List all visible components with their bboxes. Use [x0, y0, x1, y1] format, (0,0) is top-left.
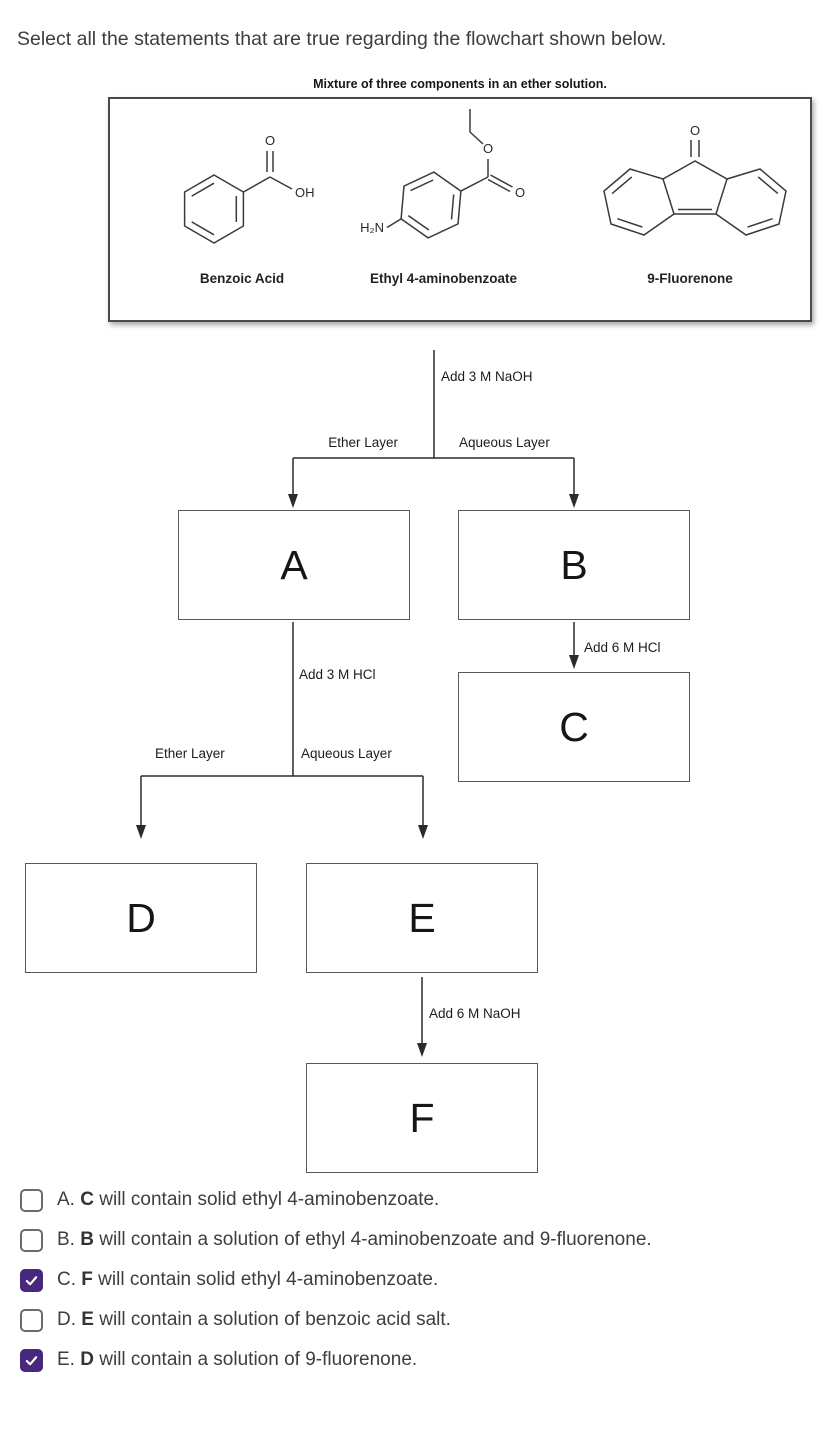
- reagent-label-add-6m-naoh: Add 6 M NaOH: [429, 1006, 521, 1021]
- checkbox-option-d[interactable]: [20, 1308, 43, 1332]
- compound-9-fluorenone: O 9-Fluorenone: [580, 99, 800, 324]
- arrow-down-icon: [288, 494, 298, 508]
- compound-label: Ethyl 4-aminobenzoate: [369, 271, 518, 286]
- compound-label: Benzoic Acid: [199, 271, 285, 286]
- option-row-d[interactable]: D. E will contain a solution of benzoic …: [20, 1300, 825, 1340]
- svg-text:O: O: [265, 133, 275, 148]
- checkmark-icon: [25, 1355, 38, 1365]
- option-label: A. C will contain solid ethyl 4-aminoben…: [57, 1189, 440, 1210]
- flowchart-box-a: A: [178, 510, 410, 620]
- option-row-a[interactable]: A. C will contain solid ethyl 4-aminoben…: [20, 1180, 825, 1220]
- option-label: E. D will contain a solution of 9-fluore…: [57, 1349, 418, 1370]
- option-label: C. F will contain solid ethyl 4-aminoben…: [57, 1269, 439, 1290]
- flowchart-box-d: D: [25, 863, 257, 973]
- flowchart-box-f: F: [306, 1063, 538, 1173]
- answer-options: A. C will contain solid ethyl 4-aminoben…: [20, 1180, 825, 1380]
- checkbox-option-b[interactable]: [20, 1228, 43, 1252]
- option-label: B. B will contain a solution of ethyl 4-…: [57, 1229, 652, 1250]
- mixture-box: O OH Benzoic Acid H₂N O O Ethyl 4-aminob…: [108, 97, 812, 322]
- branch-label-aqueous-layer-1: Aqueous Layer: [459, 435, 550, 450]
- option-label: D. E will contain a solution of benzoic …: [57, 1309, 451, 1330]
- arrow-down-icon: [136, 825, 146, 839]
- branch-label-aqueous-layer-2: Aqueous Layer: [301, 746, 392, 761]
- svg-text:O: O: [690, 125, 700, 138]
- arrow-down-icon: [418, 825, 428, 839]
- svg-text:H₂N: H₂N: [360, 220, 384, 235]
- option-row-b[interactable]: B. B will contain a solution of ethyl 4-…: [20, 1220, 825, 1260]
- arrow-down-icon: [569, 494, 579, 508]
- checkbox-option-e[interactable]: [20, 1348, 43, 1372]
- option-row-c[interactable]: C. F will contain solid ethyl 4-aminoben…: [20, 1260, 825, 1300]
- ethyl-4-aminobenzoate-structure-icon: H₂N O O: [360, 109, 525, 239]
- reagent-label-add-6m-hcl: Add 6 M HCl: [584, 640, 661, 655]
- compound-benzoic-acid: O OH Benzoic Acid: [140, 99, 344, 324]
- svg-text:OH: OH: [295, 185, 315, 200]
- option-row-e[interactable]: E. D will contain a solution of 9-fluore…: [20, 1340, 825, 1380]
- flowchart-box-e: E: [306, 863, 538, 973]
- branch-label-ether-layer-2: Ether Layer: [155, 746, 225, 761]
- branch-label-ether-layer-1: Ether Layer: [328, 435, 398, 450]
- arrow-down-icon: [569, 655, 579, 669]
- checkbox-option-c[interactable]: [20, 1268, 43, 1292]
- 9-fluorenone-structure-icon: O: [603, 125, 787, 236]
- checkmark-icon: [25, 1275, 38, 1285]
- question-title: Select all the statements that are true …: [17, 28, 667, 50]
- flowchart-box-b: B: [458, 510, 690, 620]
- mixture-caption: Mixture of three components in an ether …: [313, 77, 607, 91]
- arrow-down-icon: [417, 1043, 427, 1057]
- flowchart-box-c: C: [458, 672, 690, 782]
- checkbox-option-a[interactable]: [20, 1188, 43, 1212]
- benzoic-acid-structure-icon: O OH: [183, 133, 315, 244]
- svg-text:O: O: [515, 185, 525, 200]
- compound-label: 9-Fluorenone: [647, 271, 733, 286]
- reagent-label-add-3m-naoh: Add 3 M NaOH: [441, 369, 533, 384]
- reagent-label-add-3m-hcl: Add 3 M HCl: [299, 667, 376, 682]
- flowchart-connectors: [136, 350, 579, 1057]
- compound-ethyl-4-aminobenzoate: H₂N O O Ethyl 4-aminobenzoate: [336, 99, 551, 324]
- svg-text:O: O: [483, 141, 493, 156]
